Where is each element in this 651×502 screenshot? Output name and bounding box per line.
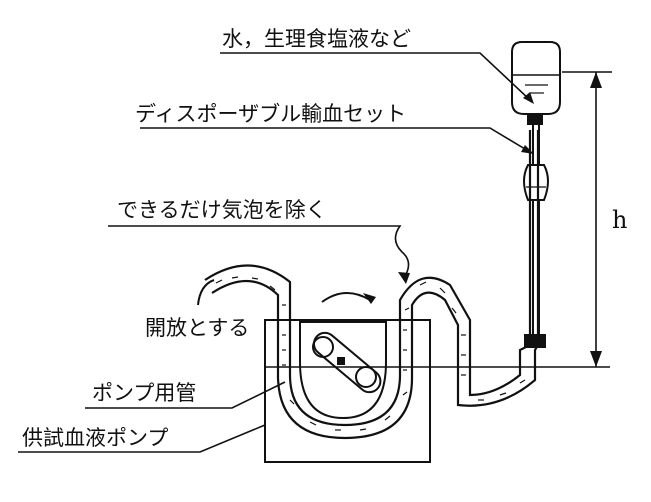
pump-head-window	[299, 321, 387, 420]
pump-rotor	[312, 331, 382, 394]
pump-tube-inner-wall	[211, 130, 540, 440]
rotation-arrow-head	[363, 293, 376, 304]
label-transfusion-set: ディスポーザブル輸血セット	[135, 102, 407, 126]
leader-test-pump	[18, 424, 266, 453]
leader-transfusion-set	[140, 127, 531, 153]
leader-fluid	[220, 52, 531, 101]
label-pump-tube: ポンプ用管	[92, 381, 197, 405]
open-end-arrow	[197, 279, 215, 306]
tube-fluid-texture	[215, 276, 526, 431]
label-test-pump: 供試血液ポンプ	[22, 426, 169, 450]
label-fluid: 水，生理食塩液など	[222, 27, 411, 51]
infusion-bottle	[511, 41, 561, 125]
label-height: h	[612, 206, 628, 234]
drip-chamber	[523, 124, 549, 335]
label-open: 開放とする	[145, 316, 250, 340]
label-remove-bubbles: できるだけ気泡を除く	[117, 198, 327, 222]
leader-pump-tube	[85, 381, 286, 409]
leader-remove-bubbles	[108, 225, 410, 279]
rotation-arrow	[321, 292, 371, 303]
height-dimension	[562, 71, 612, 367]
pump-tube-outer-wall	[204, 130, 532, 427]
tube-connector	[524, 334, 546, 348]
